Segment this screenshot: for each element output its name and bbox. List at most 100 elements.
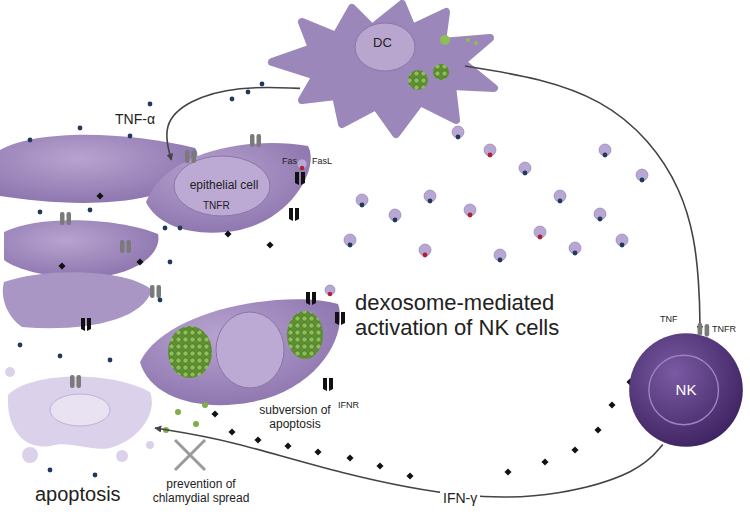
fasl-dot (328, 292, 332, 296)
nucleus (174, 156, 270, 216)
dendritic-cell-box: DC (300, 10, 465, 122)
apoptotic-fragment (5, 367, 15, 377)
tnf-molecule (18, 343, 23, 348)
label-holder: prevention of chlamydial spread (148, 478, 254, 506)
ifn-molecule (571, 446, 578, 453)
edge-label: TNF-α (112, 111, 158, 127)
chlamydia-particle (175, 409, 181, 415)
receptor-label: FasL (312, 156, 332, 166)
ifn-molecule (136, 258, 143, 265)
dexosome-ligand (423, 253, 428, 258)
tnf-molecule (260, 82, 265, 87)
tnf-molecule (178, 226, 183, 231)
node-label: NK (676, 381, 697, 398)
tnf-molecule (168, 260, 173, 265)
apoptotic-fragment (22, 447, 38, 463)
dexosome (389, 209, 401, 222)
label-holder: TNF (660, 308, 678, 326)
ifn-molecule (284, 442, 291, 449)
dexosome (344, 234, 356, 247)
label-holder: IFNR (338, 394, 359, 412)
label-holder: Fas (282, 150, 297, 168)
dc-vesicle (408, 70, 428, 90)
tnfr-symbol (250, 134, 261, 147)
dexosome (519, 162, 531, 175)
chlamydia-particle (193, 421, 199, 427)
tnfr-symbol (705, 324, 710, 337)
tnf-molecule (158, 298, 163, 303)
dexosome-ligand (498, 258, 503, 263)
epithelial-layer (0, 135, 340, 463)
tnf-molecule (246, 90, 251, 95)
tnf-molecule (28, 138, 33, 143)
dc-body (272, 4, 494, 134)
dexosome (554, 190, 566, 203)
infected-cell (140, 299, 340, 405)
tnfr-symbol (150, 285, 161, 298)
nucleus (216, 312, 284, 388)
dc-vesicle (440, 35, 450, 45)
dc-nucleus (355, 23, 415, 71)
dexosome-ligand (468, 213, 473, 218)
ifn-molecule (254, 436, 261, 443)
apoptotic-nucleus (50, 394, 110, 426)
ifn-molecule (594, 426, 601, 433)
label-holder: subversion of apoptosis (250, 404, 340, 432)
dendritic-cell (272, 4, 494, 134)
dexosome-ligand (360, 203, 365, 208)
tnf-molecule (108, 358, 113, 363)
ifn-molecule (504, 468, 511, 475)
label-holder: IFN-γ (440, 489, 480, 507)
tnfr-symbol (698, 323, 703, 336)
edge-label: IFN-γ (440, 490, 480, 506)
tnf-molecule (78, 126, 83, 131)
tnf-molecule (38, 210, 43, 215)
receptor-label: TNFR (712, 324, 736, 334)
tnfr-symbol (60, 212, 71, 225)
label-holder: TNFR (712, 318, 736, 336)
dexosome (534, 226, 546, 239)
tnf-molecule (128, 134, 133, 139)
apoptotic-fragment (146, 441, 154, 449)
node-label: epithelial cell (190, 179, 259, 193)
label-holder: TNFR (203, 195, 230, 213)
ifn-molecule (228, 428, 235, 435)
label-holder: TNF-α (112, 110, 158, 128)
dexosome-ligand (598, 217, 603, 222)
label-holder: dexosome-mediated activation of NK cells (355, 290, 615, 341)
ifn-molecule (541, 458, 548, 465)
signal-arrow (167, 87, 300, 160)
tnfr-symbol (70, 375, 81, 388)
cross-mark (175, 440, 205, 470)
tnf-molecule (163, 226, 168, 231)
dc-vesicle (466, 38, 470, 42)
ifn-molecule (96, 192, 103, 199)
chlamydia-particle (202, 402, 208, 408)
annotation: prevention of chlamydial spread (148, 478, 254, 506)
node-label: DC (373, 36, 392, 51)
chlamydial-inclusion (168, 326, 212, 378)
dexosome-ligand (573, 251, 578, 256)
dexosome (356, 194, 368, 207)
receptor-label: Fas (282, 156, 297, 166)
ifn-molecule (58, 262, 65, 269)
chlamydial-inclusion (287, 311, 323, 359)
apoptotic-cell-box: apoptosis (5, 372, 155, 512)
dexosome-ligand (603, 153, 608, 158)
dc-vesicle (474, 41, 478, 45)
receptors (60, 134, 345, 391)
receptor-label: TNFR (203, 200, 230, 212)
dc-vesicle (433, 64, 449, 80)
dexosome (419, 244, 431, 257)
dexosome-ligand (348, 243, 353, 248)
fasl-dot (300, 166, 304, 170)
dexosome-ligand (523, 171, 528, 176)
dexosome-ligand (538, 235, 543, 240)
tnf-molecule (148, 102, 153, 107)
dexosome-ligand (620, 243, 625, 248)
node-label: apoptosis (35, 483, 121, 506)
